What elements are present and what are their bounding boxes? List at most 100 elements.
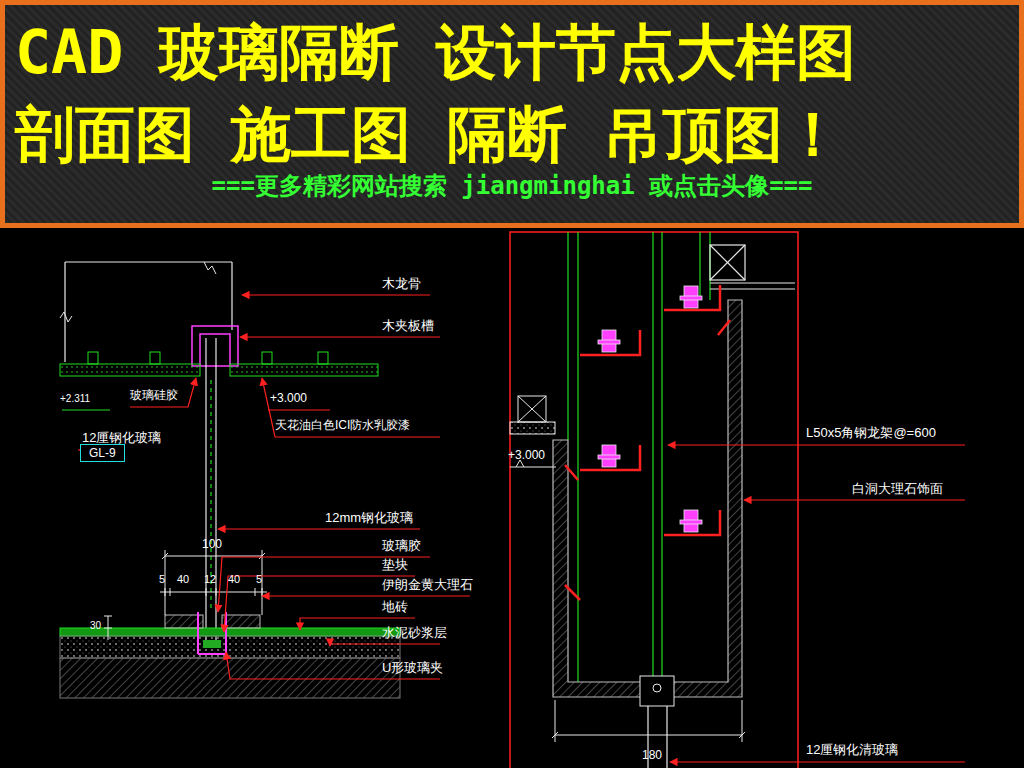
- glass-panel: [215, 338, 216, 648]
- anchor-bolt: [598, 286, 702, 532]
- marble-cladding: [553, 300, 742, 706]
- dimension-lines: [160, 592, 267, 593]
- banner-heading: ===更多精彩网站搜索 jiangminghai 或点击头像===: [212, 173, 813, 199]
- glass-panel-right: [653, 232, 662, 690]
- floor-layers: [60, 636, 400, 658]
- dimension: 40: [228, 573, 240, 586]
- angle-steel: [565, 285, 730, 600]
- leader-lines: [130, 378, 196, 407]
- wood-joist: [200, 334, 230, 366]
- leader-lines: [268, 409, 330, 410]
- angle-steel: [664, 510, 720, 535]
- ceiling-structure: [60, 312, 72, 322]
- dimension-lines-right: [552, 700, 745, 742]
- banner-heading: CAD 玻璃隔断 设计节点大样图: [15, 19, 856, 85]
- leader-lines: [242, 294, 430, 295]
- top-beam: [710, 283, 795, 289]
- floor-layers: [60, 612, 400, 698]
- glass-code-tag: GL-9: [80, 444, 125, 462]
- dimension: 100: [202, 537, 222, 551]
- ceiling-board: [318, 352, 328, 364]
- leader-lines-right: [668, 444, 965, 445]
- ceiling-structure: [204, 262, 216, 274]
- leader-lines-right: [668, 445, 965, 762]
- glass-panel: [205, 338, 206, 648]
- material-label: 12厘钢化玻璃: [82, 430, 161, 446]
- material-label: 水泥砂浆层: [382, 625, 447, 641]
- dimension-lines: [165, 550, 262, 615]
- ceiling-board: [60, 352, 378, 376]
- anchor-bolt: [598, 455, 620, 459]
- dimension: 40: [177, 573, 189, 586]
- part-label: 垫块: [382, 557, 408, 573]
- angle-steel: [580, 330, 640, 355]
- ceiling-board: [230, 364, 378, 376]
- marble-cladding: [653, 684, 661, 692]
- dimension: 5: [159, 573, 165, 586]
- wood-joist: [192, 326, 238, 366]
- floor-layers: [60, 628, 400, 636]
- anchor-bolt: [680, 296, 702, 300]
- finish-note: 天花油白色ICI防水乳胶漆: [275, 418, 410, 432]
- material-label: 地砖: [382, 599, 408, 615]
- material-label: 12mm钢化玻璃: [325, 510, 413, 526]
- ceiling-right: [518, 396, 546, 422]
- ceiling-board: [88, 352, 328, 364]
- dimension-lines: [104, 550, 267, 640]
- marble-cladding: [640, 676, 674, 706]
- leader-lines-right: [744, 499, 965, 500]
- anchor-bolt: [680, 520, 702, 524]
- leader-lines: [240, 336, 440, 337]
- steel-frame: [568, 232, 710, 682]
- ceiling-board: [88, 352, 98, 364]
- dimension: 30: [90, 620, 101, 632]
- dimension: 12: [204, 573, 216, 586]
- part-label: 木龙骨: [382, 276, 421, 292]
- leader-lines: [262, 378, 440, 437]
- material-label: 伊朗金黄大理石: [382, 577, 473, 593]
- part-label: U形玻璃夹: [382, 660, 443, 676]
- steel-frame: [568, 232, 578, 682]
- ceiling-right: [510, 396, 555, 434]
- part-label: 木夹板槽: [382, 318, 434, 334]
- elevation: +2.311: [60, 393, 90, 405]
- elevation: +3.000: [508, 448, 545, 462]
- leader-lines-right: [670, 761, 965, 762]
- ceiling-board: [262, 352, 272, 364]
- ceiling-right: [518, 396, 546, 422]
- part-label: 玻璃硅胶: [130, 388, 178, 402]
- steel-frame: [700, 232, 710, 300]
- angle-steel: [565, 320, 730, 600]
- top-beam: [710, 245, 795, 289]
- floor-layers: [203, 640, 221, 648]
- marble-cladding: [553, 300, 742, 697]
- anchor-bolt: [598, 340, 620, 344]
- dimension-lines-right: [510, 460, 745, 742]
- wood-joist: [192, 326, 238, 366]
- material-label: 12厘钢化清玻璃: [806, 742, 898, 758]
- banner-heading: 剖面图 施工图 隔断 吊顶图！: [15, 101, 843, 167]
- dimension-lines: [165, 588, 262, 596]
- angle-steel: [664, 285, 720, 310]
- ceiling-board: [60, 364, 200, 376]
- dimension: 180: [642, 748, 662, 762]
- elevation: +3.000: [270, 391, 307, 405]
- leader-lines: [62, 295, 470, 679]
- angle-steel: [580, 445, 640, 470]
- part-label: L50x5角钢龙架@=600: [806, 425, 936, 441]
- ceiling-structure: [65, 262, 232, 362]
- leader-lines: [62, 409, 110, 410]
- glass-panel: [206, 338, 216, 648]
- finish-note: 白洞大理石饰面: [852, 481, 943, 497]
- dimension-lines: [162, 553, 265, 559]
- title-banner: CAD 玻璃隔断 设计节点大样图剖面图 施工图 隔断 吊顶图！ ===更多精彩网站…: [0, 0, 1024, 228]
- dimension: 5: [256, 573, 262, 586]
- ceiling-right: [510, 422, 555, 434]
- leader-lines: [262, 595, 470, 596]
- leader-lines: [218, 528, 420, 529]
- ceiling-board: [150, 352, 160, 364]
- part-label: 玻璃胶: [382, 538, 421, 554]
- floor-layers: [222, 615, 260, 628]
- dimension-lines: [104, 616, 112, 640]
